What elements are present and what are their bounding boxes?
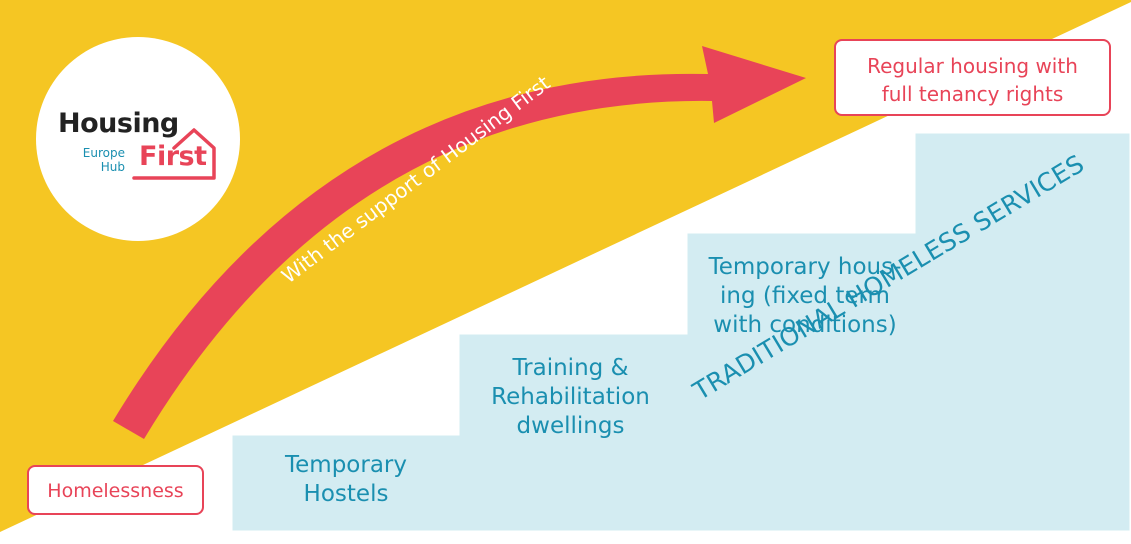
logo-housing-text: Housing [58,108,179,139]
house-outline-icon [132,128,216,180]
logo-sub-line: Hub [100,160,125,174]
step-line: Hostels [303,481,389,507]
logo-europe-hub: Europe Hub [70,146,125,174]
step-line: Temporary [285,452,407,478]
housing-first-arrow [113,46,806,439]
step-training-rehabilitation: Training & Rehabilitation dwellings [468,354,673,441]
yellow-area [0,0,1131,532]
step-temporary-housing: Temporary hous- ing (fixed term with con… [684,253,926,340]
step-line: dwellings [516,413,625,439]
end-label-regular-housing: Regular housing with full tenancy rights [834,39,1111,116]
step-line: with conditions) [713,312,897,338]
step-line: Training & [512,355,629,381]
end-label-line: full tenancy rights [881,82,1064,106]
end-label-line: Regular housing with [867,54,1078,78]
logo-sub-line: Europe [82,146,125,160]
logo-first-text: First [139,141,207,172]
step-line: ing (fixed term [720,283,890,309]
step-temporary-hostels: Temporary Hostels [246,451,446,509]
step-line: Temporary hous- [708,254,902,280]
start-label-homelessness: Homelessness [27,465,204,515]
start-label-text: Homelessness [47,480,184,502]
staircase-area [229,130,1131,534]
step-line: Rehabilitation [491,384,650,410]
